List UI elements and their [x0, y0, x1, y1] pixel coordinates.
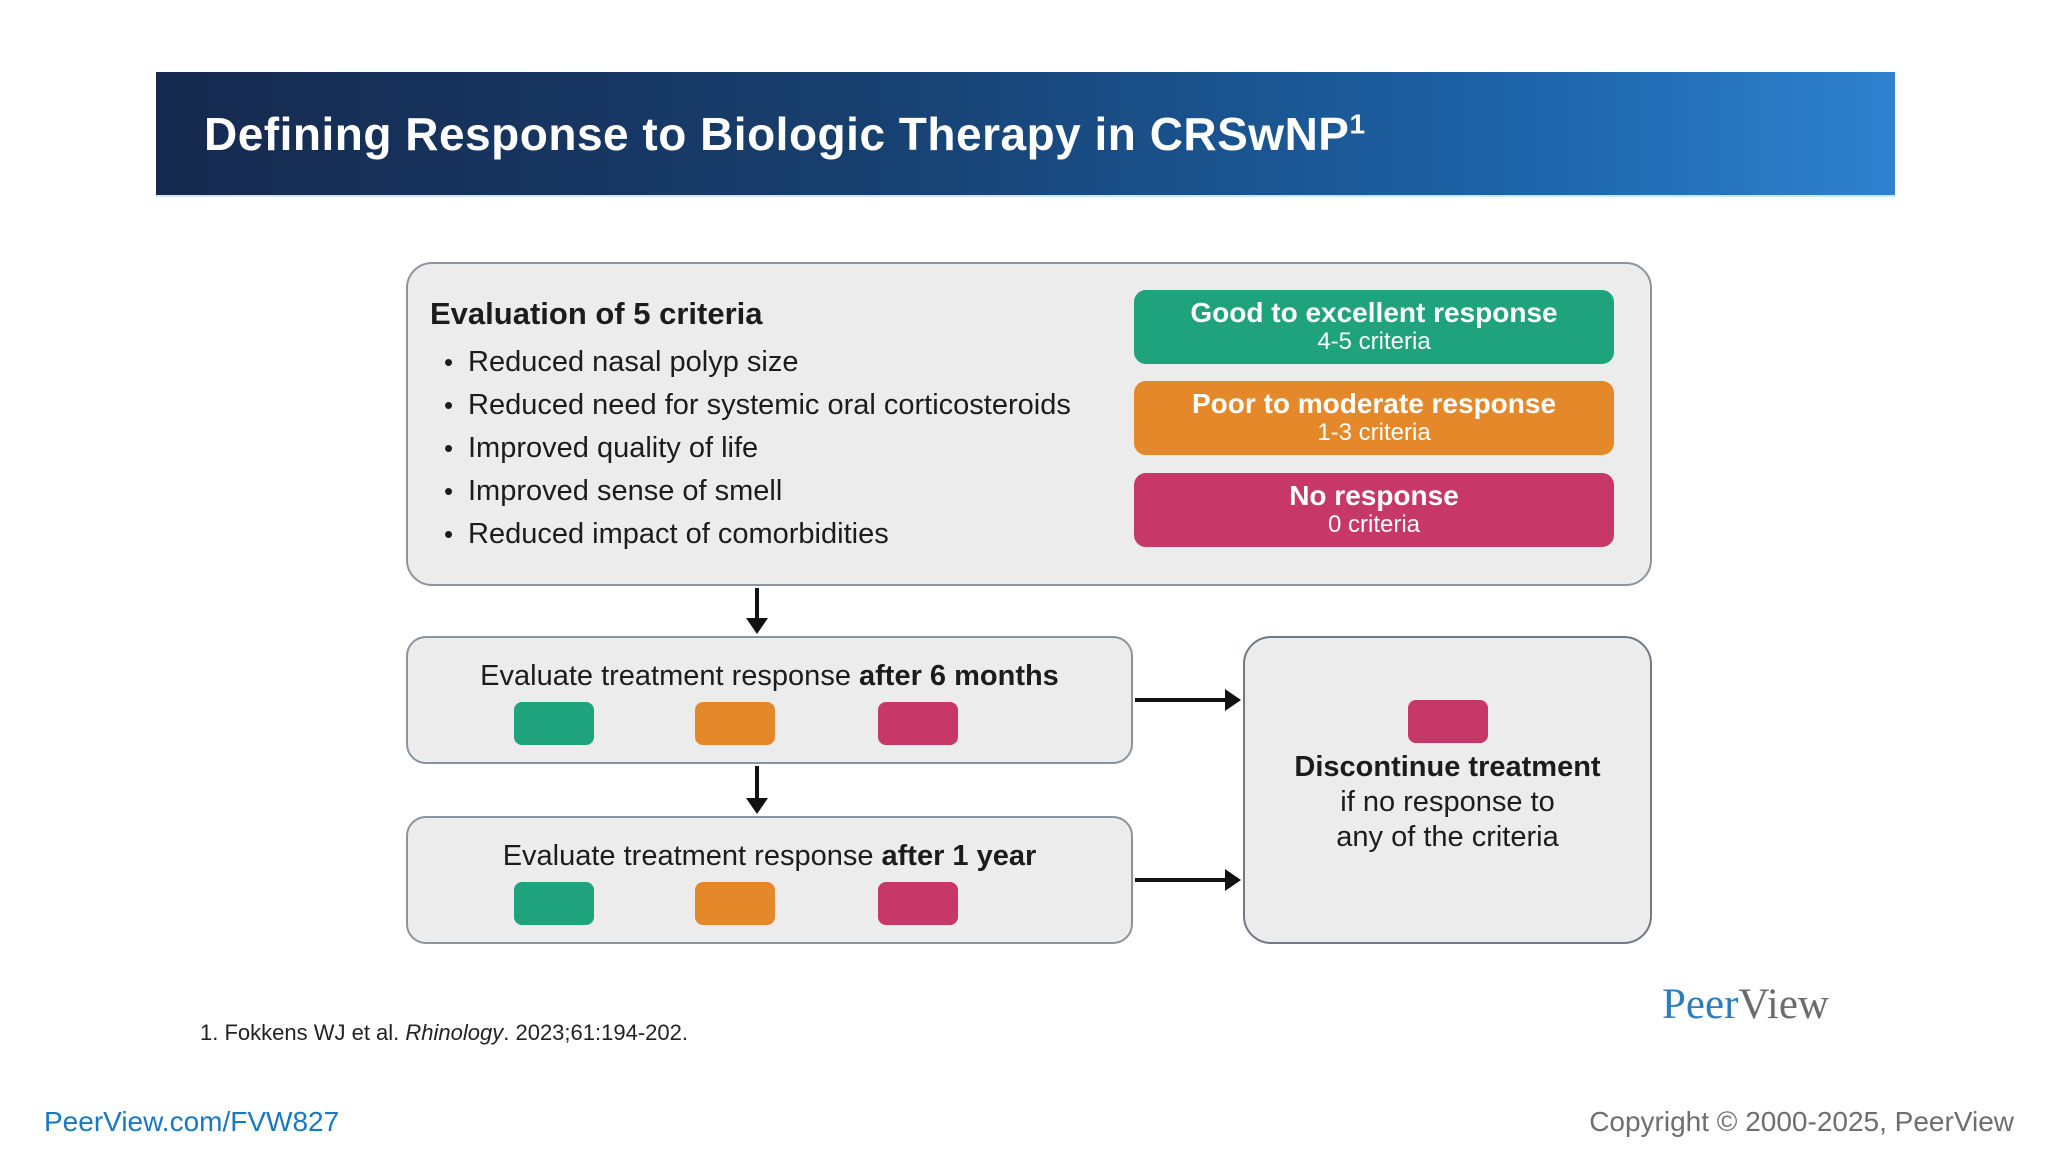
response-badge-criteria: 1-3 criteria — [1317, 419, 1431, 447]
discontinue-box: Discontinue treatment if no response to … — [1243, 636, 1652, 944]
evaluate-6-months-label: Evaluate treatment response after 6 mont… — [408, 660, 1131, 693]
list-item: • Reduced nasal polyp size — [430, 346, 1071, 389]
bullet-icon: • — [444, 347, 454, 377]
list-item: • Improved sense of smell — [430, 475, 1071, 518]
evaluate-1-year-box: Evaluate treatment response after 1 year — [406, 816, 1133, 944]
bullet-icon: • — [444, 433, 454, 463]
response-badge-label: Good to excellent response — [1190, 297, 1558, 329]
slide-title-superscript: 1 — [1349, 108, 1366, 140]
response-badge-good: Good to excellent response 4-5 criteria — [1134, 290, 1614, 364]
orange-swatch — [695, 702, 775, 745]
bullet-text: Reduced impact of comorbidities — [468, 518, 889, 550]
green-swatch — [514, 702, 594, 745]
crimson-swatch — [878, 702, 958, 745]
arrow-right-2-head — [1225, 869, 1241, 891]
arrow-right-1-head — [1225, 689, 1241, 711]
green-swatch — [514, 882, 594, 925]
slide-title-text: Defining Response to Biologic Therapy in… — [204, 107, 1350, 160]
discontinue-text: Discontinue treatment if no response to … — [1245, 750, 1650, 855]
evaluate-label-bold: after 1 year — [881, 840, 1037, 872]
response-badge-criteria: 4-5 criteria — [1317, 328, 1431, 356]
bullet-text: Reduced need for systemic oral corticost… — [468, 389, 1071, 421]
arrow-down-2 — [755, 766, 759, 798]
evaluate-1-year-label: Evaluate treatment response after 1 year — [408, 840, 1131, 873]
logo-part-view: View — [1738, 981, 1829, 1028]
criteria-heading: Evaluation of 5 criteria — [430, 296, 763, 331]
response-badge-moderate: Poor to moderate response 1-3 criteria — [1134, 381, 1614, 455]
response-badge-criteria: 0 criteria — [1327, 511, 1421, 539]
list-item: • Improved quality of life — [430, 432, 1071, 475]
evaluate-6-months-box: Evaluate treatment response after 6 mont… — [406, 636, 1133, 764]
orange-swatch — [695, 882, 775, 925]
crimson-swatch — [878, 882, 958, 925]
crimson-swatch — [1407, 700, 1488, 743]
logo-part-peer: Peer — [1662, 981, 1739, 1028]
arrow-down-1-head — [746, 618, 768, 634]
response-badge-none: No response 0 criteria — [1134, 473, 1614, 547]
list-item: • Reduced need for systemic oral corticos… — [430, 389, 1071, 432]
arrow-down-1 — [755, 588, 759, 620]
footnote-suffix: . 2023;61:194-202. — [503, 1020, 688, 1045]
copyright-text: Copyright © 2000-2025, PeerView — [1589, 1106, 2014, 1137]
evaluate-label-prefix: Evaluate treatment response — [480, 660, 859, 692]
response-badge-label: Poor to moderate response — [1191, 388, 1557, 420]
slide-title: Defining Response to Biologic Therapy in… — [204, 107, 1366, 161]
evaluate-label-bold: after 6 months — [859, 660, 1059, 692]
discontinue-line2: if no response to — [1340, 786, 1555, 818]
discontinue-title: Discontinue treatment — [1294, 751, 1601, 783]
evaluate-label-prefix: Evaluate treatment response — [502, 840, 882, 872]
list-item: • Reduced impact of comorbidities — [430, 518, 1071, 561]
response-badge-label: No response — [1289, 480, 1459, 512]
arrow-right-1 — [1135, 698, 1227, 702]
bullet-text: Improved sense of smell — [468, 475, 783, 507]
arrow-down-2-head — [746, 798, 768, 814]
footnote-reference: 1. Fokkens WJ et al. Rhinology. 2023;61:… — [200, 1020, 688, 1046]
arrow-right-2 — [1135, 878, 1227, 882]
peerview-logo: PeerView — [1662, 980, 1829, 1029]
bullet-icon: • — [444, 390, 454, 420]
peerview-url-link[interactable]: PeerView.com/FVW827 — [44, 1106, 340, 1137]
discontinue-line3: any of the criteria — [1336, 821, 1559, 853]
bullet-icon: • — [444, 476, 454, 506]
criteria-box: Evaluation of 5 criteria • Reduced nasal … — [406, 262, 1652, 586]
bullet-text: Improved quality of life — [468, 432, 759, 464]
bullet-text: Reduced nasal polyp size — [468, 346, 799, 378]
footnote-prefix: 1. Fokkens WJ et al. — [200, 1020, 406, 1045]
slide-header: Defining Response to Biologic Therapy in… — [156, 72, 1895, 197]
bullet-icon: • — [444, 519, 454, 549]
footnote-journal: Rhinology — [405, 1020, 504, 1045]
criteria-list: Evaluation of 5 criteria • Reduced nasal … — [430, 296, 1071, 561]
